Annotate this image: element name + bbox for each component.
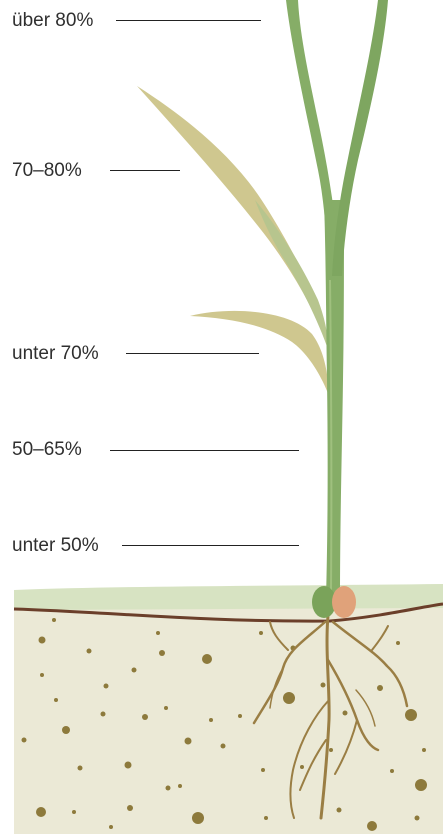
label-70-80: 70–80% [12,160,82,182]
label-uber-80: über 80% [12,10,93,32]
leaf-top-left [286,0,340,262]
label-50-65: 50–65% [12,439,82,461]
leaf-top-right [332,0,388,276]
leader-line-unter-50 [122,545,299,546]
leaf-70-80 [137,86,326,340]
leader-line-70-80 [110,170,180,171]
leader-line-50-65 [110,450,299,451]
ground-surface-band [14,584,443,610]
label-unter-70: unter 70% [12,343,99,365]
seed-orange-half [332,586,356,618]
leader-line-uber-80 [116,20,261,21]
soil-area [14,604,443,834]
label-unter-50: unter 50% [12,535,99,557]
leader-line-unter-70 [126,353,259,354]
